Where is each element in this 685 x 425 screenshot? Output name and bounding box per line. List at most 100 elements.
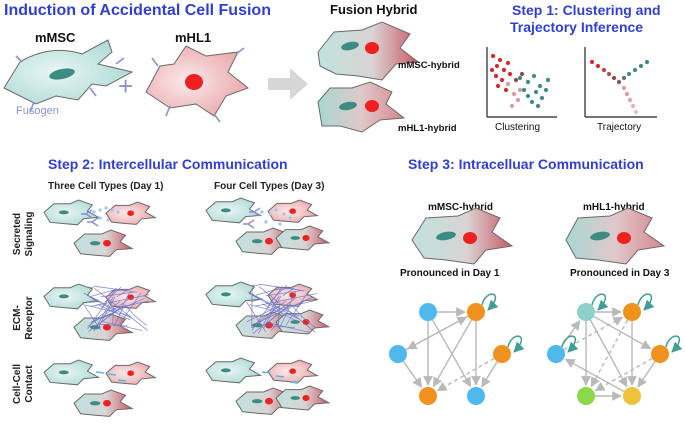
fusogen-markers xyxy=(15,55,125,113)
cluster-point xyxy=(503,87,509,93)
cluster-point xyxy=(517,75,523,81)
mhl1-cell-small xyxy=(267,359,319,383)
network-node xyxy=(493,345,511,363)
cluster-point xyxy=(494,63,500,69)
mmsc-cell xyxy=(3,39,134,113)
network-edge xyxy=(590,319,629,388)
mhl1-cell-small xyxy=(105,361,157,385)
cluster-point xyxy=(537,83,543,89)
network-node xyxy=(577,387,595,405)
trajectory-point xyxy=(626,71,632,77)
signal-dot xyxy=(104,206,108,210)
hybrid1-label: mMSC-hybrid xyxy=(398,60,460,71)
trajectory-point xyxy=(630,103,636,109)
step2-row-label-1: Secreted Signaling xyxy=(12,212,35,257)
cluster-point xyxy=(511,91,517,97)
cluster-point xyxy=(499,77,505,83)
step3-right-network xyxy=(547,293,683,405)
signal-dot xyxy=(260,210,264,214)
cluster-point xyxy=(525,93,531,99)
ecm-mesh xyxy=(246,283,317,334)
cluster-point xyxy=(531,73,537,79)
row3-line2: Contact xyxy=(24,365,35,403)
signal-dot xyxy=(282,212,286,216)
plus-sign: + xyxy=(118,71,133,101)
trajectory-point xyxy=(606,71,612,77)
self-loop xyxy=(507,335,525,353)
trajectory-point xyxy=(624,91,630,97)
clustering-label: Clustering xyxy=(495,122,540,133)
mmsc-cell-small xyxy=(205,357,263,384)
network-edge xyxy=(402,360,423,388)
network-edge xyxy=(637,361,656,388)
trajectory-label: Trajectory xyxy=(597,122,641,133)
fusion-arrow-icon xyxy=(268,68,308,100)
signal-dot xyxy=(110,208,114,212)
network-edge xyxy=(432,319,473,388)
trajectory-point xyxy=(638,63,644,69)
hybrid-cell-2 xyxy=(317,81,406,133)
cluster-point xyxy=(513,77,519,83)
hybrid-cell-small xyxy=(73,389,134,417)
self-loop xyxy=(561,335,579,353)
cluster-point xyxy=(505,81,511,87)
network-node xyxy=(467,387,485,405)
trajectory-point xyxy=(644,59,650,65)
row2-line2: Receptor xyxy=(24,296,35,339)
network-edge xyxy=(564,358,625,393)
network-node xyxy=(419,303,437,321)
signal-dot xyxy=(98,216,102,220)
network-node xyxy=(623,387,641,405)
ecm-mesh xyxy=(82,285,149,332)
trajectory-point xyxy=(633,109,639,115)
row1-line2: Signaling xyxy=(24,212,35,257)
fusogen-label: Fusogen xyxy=(16,105,59,117)
mmsc-cell-small xyxy=(43,199,101,226)
trajectory-point xyxy=(627,97,633,103)
contact-link xyxy=(107,373,117,376)
trajectory-point xyxy=(621,85,627,91)
row2-line1: ECM- xyxy=(12,305,23,331)
cluster-point xyxy=(507,71,513,77)
mhl1-cell-small xyxy=(105,201,157,225)
signal-dot xyxy=(98,208,102,212)
mhl1-cell-small xyxy=(267,199,319,223)
hybrid-cell-small xyxy=(73,313,134,341)
step3-right-caption: Pronounced in Day 3 xyxy=(570,268,670,279)
signal-dot xyxy=(264,220,268,224)
cluster-point xyxy=(493,73,499,79)
step2-col1-label: Three Cell Types (Day 1) xyxy=(48,181,163,192)
cluster-point xyxy=(535,103,541,109)
signal-dot xyxy=(288,216,292,220)
step3-right-title: mHL1-hybrid xyxy=(583,202,645,213)
hybrid-cell-small xyxy=(275,225,331,251)
trajectory-plot xyxy=(584,47,657,118)
self-loop xyxy=(591,293,609,311)
network-node xyxy=(623,303,641,321)
row3-line1: Cell-Cell xyxy=(12,364,23,404)
mmsc-nucleus xyxy=(49,68,75,80)
mhl1-cell xyxy=(145,45,250,123)
step3-left-cell xyxy=(411,207,514,265)
step3-left-title: mMSC-hybrid xyxy=(428,202,493,213)
hybrid2-label: mHL1-hybrid xyxy=(398,123,457,134)
contact-link xyxy=(117,379,127,382)
mmsc-cell-small xyxy=(205,281,263,308)
contact-link xyxy=(261,371,271,374)
self-loop xyxy=(637,293,655,311)
signal-dot xyxy=(116,210,120,214)
step3-left-network xyxy=(389,293,525,405)
cluster-point xyxy=(495,83,501,89)
network-edge xyxy=(431,319,472,388)
trajectory-point xyxy=(589,59,595,65)
step3-right-cell xyxy=(565,207,666,265)
self-loop xyxy=(665,335,683,353)
receptor-branch xyxy=(81,209,93,219)
step1-title-line1: Step 1: Clustering and xyxy=(512,2,661,18)
mmsc-label: mMSC xyxy=(35,30,76,45)
trajectory-point xyxy=(601,67,607,73)
network-node xyxy=(419,387,437,405)
receptor-branch xyxy=(243,219,255,229)
step1-title-line2: Trajectory Inference xyxy=(510,19,643,35)
cluster-point xyxy=(539,95,545,101)
